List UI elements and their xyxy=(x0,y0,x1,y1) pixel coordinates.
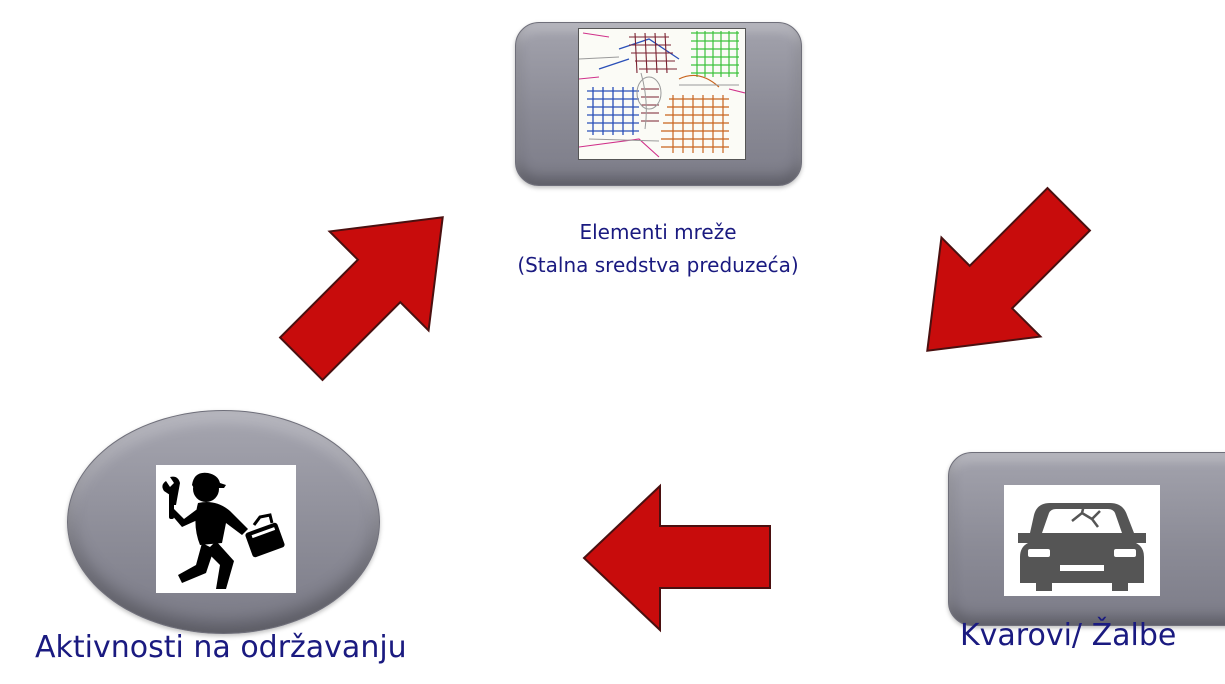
maintenance-label: Aktivnosti na održavanju xyxy=(35,630,407,665)
broken-car-icon xyxy=(1004,485,1160,596)
arrow-network-to-faults xyxy=(926,186,1092,352)
faults-node xyxy=(948,452,1225,626)
network-label: Elementi mreže (Stalna sredstva preduzeć… xyxy=(470,216,846,282)
network-node xyxy=(515,22,802,186)
maintenance-node xyxy=(67,410,380,634)
network-label-line2: (Stalna sredstva preduzeća) xyxy=(517,253,799,277)
arrow-faults-to-maintenance xyxy=(582,483,771,633)
faults-label: Kvarovi/ Žalbe xyxy=(960,618,1177,653)
network-label-line1: Elementi mreže xyxy=(579,220,737,244)
arrow-maintenance-to-network xyxy=(278,216,444,382)
network-map-icon xyxy=(578,28,746,160)
repairman-icon xyxy=(156,465,296,593)
